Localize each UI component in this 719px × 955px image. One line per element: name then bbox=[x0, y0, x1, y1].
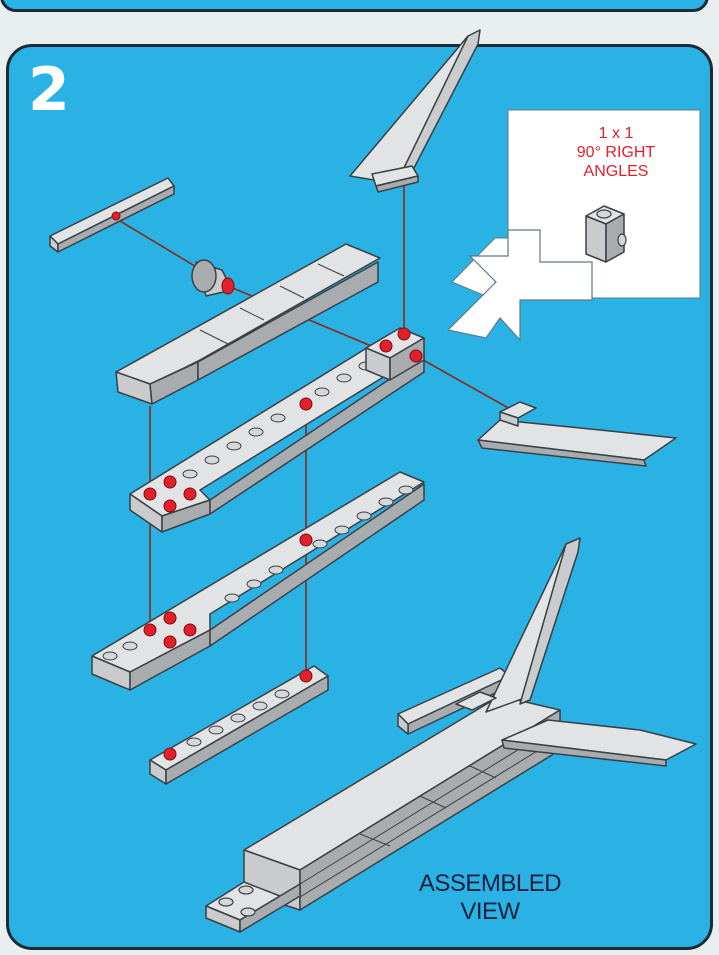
left-stabilizer-piece bbox=[50, 178, 174, 252]
right-angle-brick-icon bbox=[586, 206, 626, 262]
assembled-view-caption: ASSEMBLED VIEW bbox=[390, 870, 590, 926]
callout-line-type: ANGLES bbox=[556, 162, 676, 181]
assembled-caption-line1: ASSEMBLED bbox=[390, 870, 590, 898]
round-cone-piece bbox=[192, 260, 234, 296]
tail-fin-piece bbox=[350, 30, 480, 192]
callout-line-size: 1 x 1 bbox=[556, 124, 676, 143]
assembly-guide-lines bbox=[115, 180, 512, 676]
plate-1x8 bbox=[150, 666, 328, 784]
step-number: 2 bbox=[28, 60, 70, 120]
callout-label: 1 x 1 90° RIGHT ANGLES bbox=[556, 124, 676, 181]
callout-line-angle: 90° RIGHT bbox=[556, 143, 676, 162]
right-wing-piece bbox=[478, 402, 676, 466]
assembled-caption-line2: VIEW bbox=[390, 898, 590, 926]
